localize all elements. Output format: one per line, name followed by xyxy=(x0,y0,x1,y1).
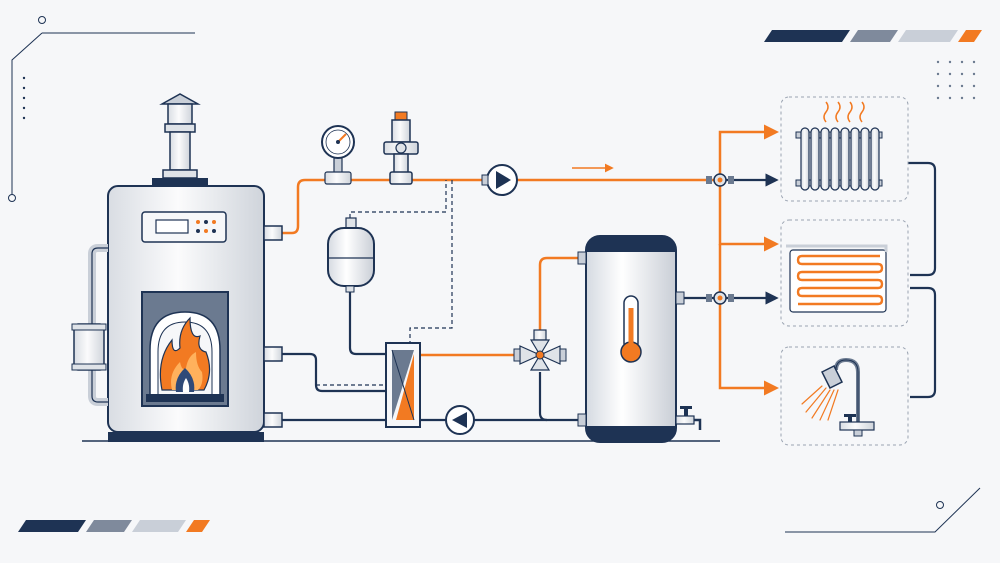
indicator-light xyxy=(204,229,208,233)
hot-water-tank-icon xyxy=(577,235,702,443)
circulation-pump-icon xyxy=(445,405,475,435)
decor-top-right xyxy=(764,30,982,100)
decor-top-left xyxy=(8,16,195,202)
return-pipes xyxy=(282,161,937,422)
junction-valve xyxy=(706,173,734,187)
chimney-icon xyxy=(152,93,208,186)
indicator-light xyxy=(196,220,200,224)
radiator-panel xyxy=(780,96,909,202)
safety-valve-icon xyxy=(383,111,419,185)
indicator-light xyxy=(212,229,216,233)
shower-panel xyxy=(780,346,909,446)
radiator-icon xyxy=(795,101,883,191)
indicator-light xyxy=(204,220,208,224)
shower-icon xyxy=(801,357,875,437)
decor-bottom-left xyxy=(18,520,210,532)
heat-exchanger-icon xyxy=(385,342,421,428)
underfloor-heating-panel xyxy=(780,219,909,327)
junction-valve xyxy=(706,291,734,305)
boiler-display xyxy=(155,219,189,234)
indicator-light xyxy=(196,229,200,233)
boiler-side-cylinder xyxy=(73,323,105,371)
mixing-valve-icon xyxy=(513,329,567,371)
firebox xyxy=(141,291,229,407)
flame-icon xyxy=(159,316,211,392)
indicator-light xyxy=(212,220,216,224)
decor-bottom-right xyxy=(785,487,981,533)
pressure-gauge-icon xyxy=(321,125,355,185)
boiler-return-inlet xyxy=(263,346,283,362)
boiler-return-inlet xyxy=(263,412,283,428)
tap-icon xyxy=(675,406,702,430)
supply-pipes xyxy=(282,124,779,396)
boiler-outlet xyxy=(263,225,283,241)
circulation-pump-icon xyxy=(481,164,518,196)
expansion-tank-icon xyxy=(327,217,375,293)
thermometer-icon xyxy=(620,295,642,363)
underfloor-heating-icon xyxy=(786,244,888,313)
boiler xyxy=(71,93,283,442)
